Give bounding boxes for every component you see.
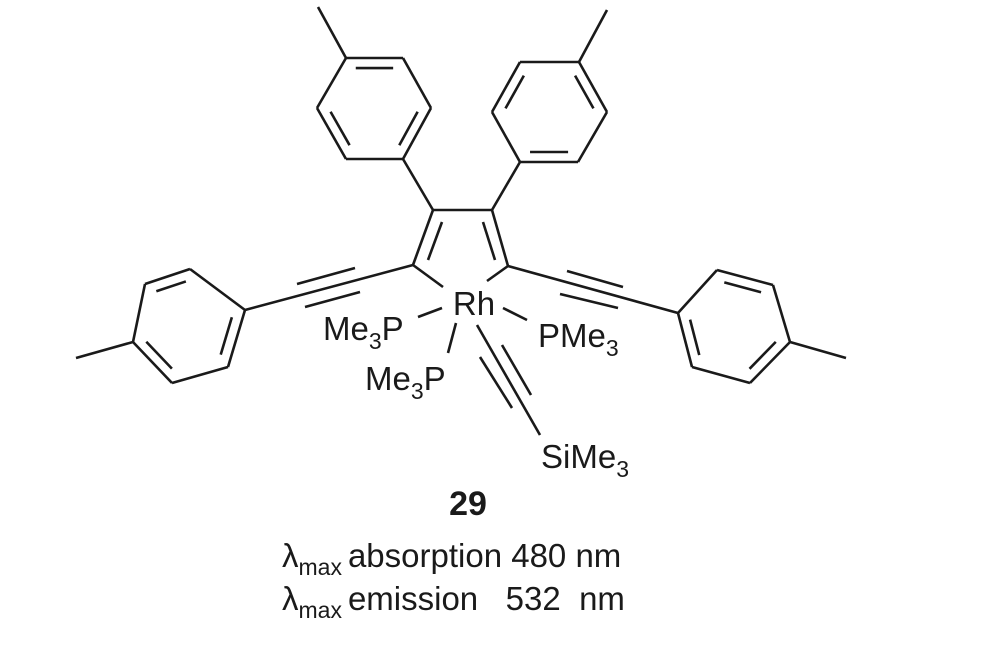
left-phosphine-label: Me3P (323, 310, 404, 354)
tolyl-ring-top-left-bond (401, 107, 433, 160)
tolyl-ring-top-right-double-bond (573, 74, 595, 110)
tolyl-ring-lower-left-double-bond (219, 316, 234, 356)
aryl-bond (401, 158, 435, 211)
tolyl-ring-top-left-double-bond (329, 111, 351, 146)
tolyl-ring-lower-right-bond (676, 312, 694, 368)
tolyl-ring-lower-right-double-bond (723, 281, 762, 294)
tolyl-ring-top-left-bond (315, 57, 348, 109)
alkyne-bond (304, 290, 361, 309)
metallacycle-bond (411, 209, 435, 266)
trimethylsilyl-label: SiMe3 (541, 438, 629, 482)
rh-phosphine-bond (502, 306, 528, 322)
tolyl-ring-lower-left-bond (189, 267, 246, 312)
rh-alkynyl-bond (475, 324, 542, 436)
metallacycle-bond (490, 209, 510, 267)
rh-phosphine-bond (417, 306, 443, 319)
tolyl-ring-lower-left-bond (131, 283, 147, 343)
tolyl-ring-lower-right-bond (771, 284, 792, 343)
alkyne-bond (296, 266, 356, 286)
methyl-bond (789, 340, 847, 360)
alkyne-bond (559, 292, 619, 310)
tolyl-ring-lower-left-double-bond (145, 340, 173, 370)
methyl-bond (316, 6, 348, 59)
tolyl-ring-lower-left-double-bond (155, 280, 187, 293)
lower-phosphine-label: Me3P (365, 360, 446, 404)
tolyl-ring-top-left-bond (315, 107, 348, 160)
tolyl-ring-lower-right-double-bond (688, 319, 701, 356)
tolyl-ring-lower-right-bond (716, 268, 774, 287)
alkyne-bond (244, 263, 414, 312)
alkyne-bond (500, 344, 533, 396)
rhodium-atom-label: Rh (453, 285, 495, 322)
alkyne-bond (507, 264, 679, 315)
tolyl-ring-top-right-bond (577, 61, 609, 113)
tolyl-ring-top-right-bond (490, 61, 522, 113)
aryl-bond (490, 161, 522, 211)
tolyl-ring-lower-right-bond (677, 269, 718, 314)
tolyl-ring-lower-left-bond (144, 267, 191, 286)
alkyne-bond (478, 356, 514, 409)
tolyl-ring-lower-right-bond (749, 341, 791, 384)
rh-carbon-bond (412, 263, 444, 289)
compound-number: 29 (449, 485, 487, 523)
metallacycle-double-bond (426, 221, 444, 261)
tolyl-ring-top-right-bond (576, 111, 609, 163)
metallacycle-double-bond (481, 221, 497, 261)
right-phosphine-label: PMe3 (538, 317, 619, 361)
bonds (75, 6, 847, 436)
tolyl-ring-lower-right-bond (691, 365, 751, 385)
methyl-bond (75, 340, 134, 360)
tolyl-ring-top-left-bond (401, 57, 433, 109)
rh-carbon-bond (486, 264, 509, 283)
rh-phosphine-bond (446, 322, 458, 354)
tolyl-ring-lower-left-bond (132, 341, 173, 384)
tolyl-ring-lower-left-bond (171, 365, 229, 385)
tolyl-ring-lower-left-bond (226, 309, 247, 368)
tolyl-ring-top-left-double-bond (398, 111, 419, 146)
tolyl-ring-top-right-double-bond (504, 74, 525, 110)
alkyne-bond (566, 269, 624, 289)
tolyl-ring-lower-right-double-bond (748, 340, 777, 370)
tolyl-ring-top-right-bond (490, 111, 522, 163)
methyl-bond (577, 9, 609, 63)
